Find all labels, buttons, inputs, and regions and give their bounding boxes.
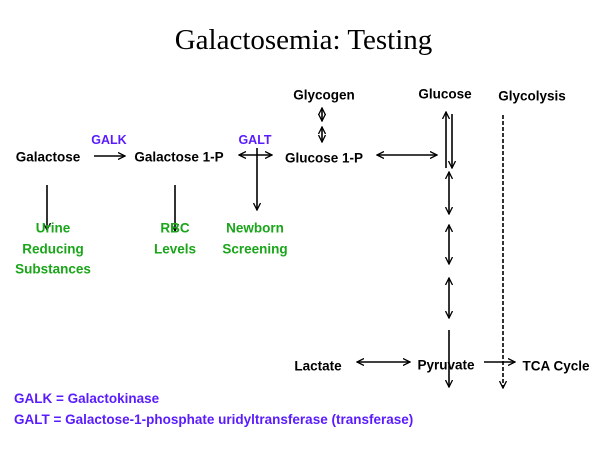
- node-lactate: Lactate: [294, 358, 342, 374]
- test-urine-line1: Urine: [35, 220, 71, 236]
- test-rbc-line1: RBC: [160, 220, 190, 236]
- test-rbc-line2: Levels: [153, 241, 197, 257]
- node-glycolysis: Glycolysis: [498, 88, 566, 104]
- node-galactose: Galactose: [15, 149, 81, 165]
- enzyme-galk: GALK: [91, 133, 127, 147]
- slide-title: Galactosemia: Testing: [174, 24, 433, 56]
- enzyme-galt: GALT: [238, 133, 272, 147]
- node-glycogen: Glycogen: [293, 87, 355, 103]
- test-newborn-line2: Screening: [222, 241, 288, 257]
- node-pyruvate: Pyruvate: [417, 357, 475, 373]
- legend-galk: GALK = Galactokinase: [14, 391, 160, 406]
- node-tca-cycle: TCA Cycle: [522, 358, 590, 374]
- legend-galt: GALT = Galactose-1-phosphate uridyltrans…: [14, 412, 414, 427]
- test-urine-line3: Substances: [15, 261, 91, 277]
- node-galactose-1p: Galactose 1-P: [134, 149, 224, 165]
- test-urine-line2: Reducing: [22, 241, 84, 257]
- node-glucose-1p: Glucose 1-P: [284, 150, 364, 166]
- node-glucose: Glucose: [418, 86, 472, 102]
- test-newborn-line1: Newborn: [226, 220, 284, 236]
